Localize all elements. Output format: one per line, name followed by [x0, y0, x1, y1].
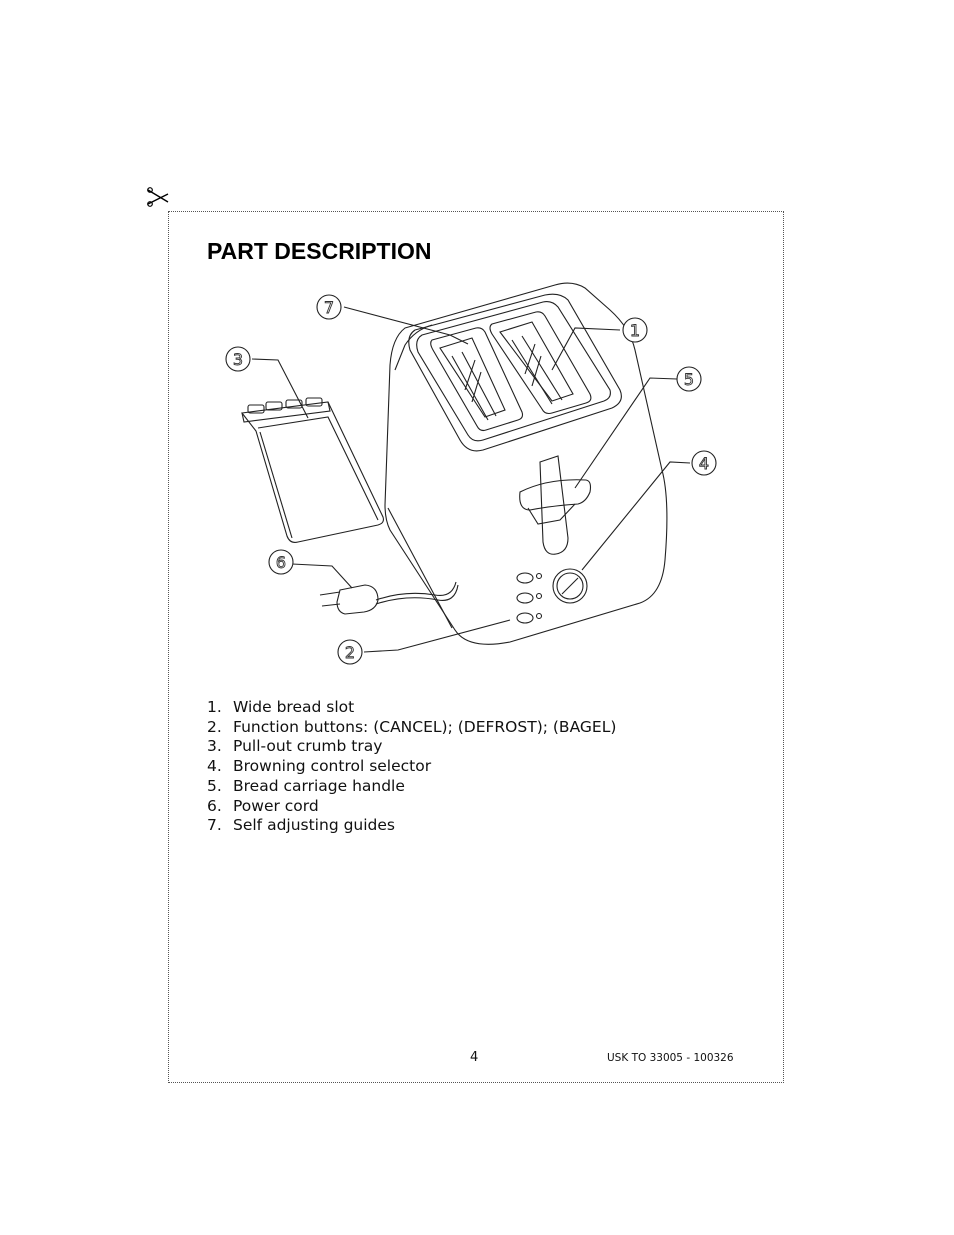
list-item-number: 7.	[207, 816, 222, 835]
model-code: USK TO 33005 - 100326	[607, 1052, 734, 1064]
browning-knob	[552, 568, 588, 604]
callout-2: 2	[345, 643, 355, 662]
list-item: 2. Function buttons: (CANCEL); (DEFROST);…	[207, 718, 616, 738]
callout-3: 3	[233, 350, 243, 369]
list-item-number: 1.	[207, 698, 222, 716]
list-item-label: Function buttons: (CANCEL); (DEFROST); (…	[233, 717, 617, 736]
list-item-label: Bread carriage handle	[233, 776, 405, 795]
list-item: 7. Self adjusting guides	[207, 816, 616, 836]
bread-slot-left	[430, 327, 524, 432]
list-item: 1. Wide bread slot	[207, 698, 616, 718]
list-item-number: 3.	[207, 737, 222, 756]
toaster-top-frame	[408, 293, 622, 452]
carriage-slot	[539, 455, 569, 555]
list-item-label: Self adjusting guides	[233, 816, 396, 835]
parts-list: 1. Wide bread slot 2. Function buttons: (C…	[207, 698, 616, 836]
bread-carriage-handle	[519, 479, 592, 511]
list-item-number: 4.	[207, 757, 222, 776]
page-number: 4	[470, 1050, 479, 1065]
callout-4: 4	[699, 454, 709, 473]
page-title: PART DESCRIPTION	[207, 238, 432, 264]
callout-6: 6	[276, 553, 286, 572]
power-cord	[375, 581, 457, 601]
callout-5: 5	[684, 370, 694, 389]
list-item-number: 2.	[207, 717, 222, 736]
list-item-number: 6.	[207, 796, 222, 815]
toaster-diagram: 7 1 5 4 3 6 2	[225, 282, 717, 665]
list-item: 3. Pull-out crumb tray	[207, 737, 616, 757]
callout-7: 7	[324, 298, 334, 317]
list-item: 5. Bread carriage handle	[207, 777, 616, 797]
list-item-number: 5.	[207, 776, 222, 795]
list-item-label: Browning control selector	[233, 757, 432, 776]
list-item: 6. Power cord	[207, 797, 616, 817]
list-item-label: Power cord	[233, 796, 319, 815]
callout-1: 1	[630, 321, 640, 340]
list-item-label: Pull-out crumb tray	[233, 737, 383, 756]
list-item: 4. Browning control selector	[207, 757, 616, 777]
list-item-label: Wide bread slot	[233, 698, 355, 716]
cut-line-border	[168, 211, 784, 1083]
scissors-icon	[147, 187, 169, 207]
bread-slot-right	[489, 311, 592, 415]
crumb-tray	[240, 401, 384, 543]
toaster-body	[384, 282, 668, 645]
plug	[336, 584, 379, 615]
